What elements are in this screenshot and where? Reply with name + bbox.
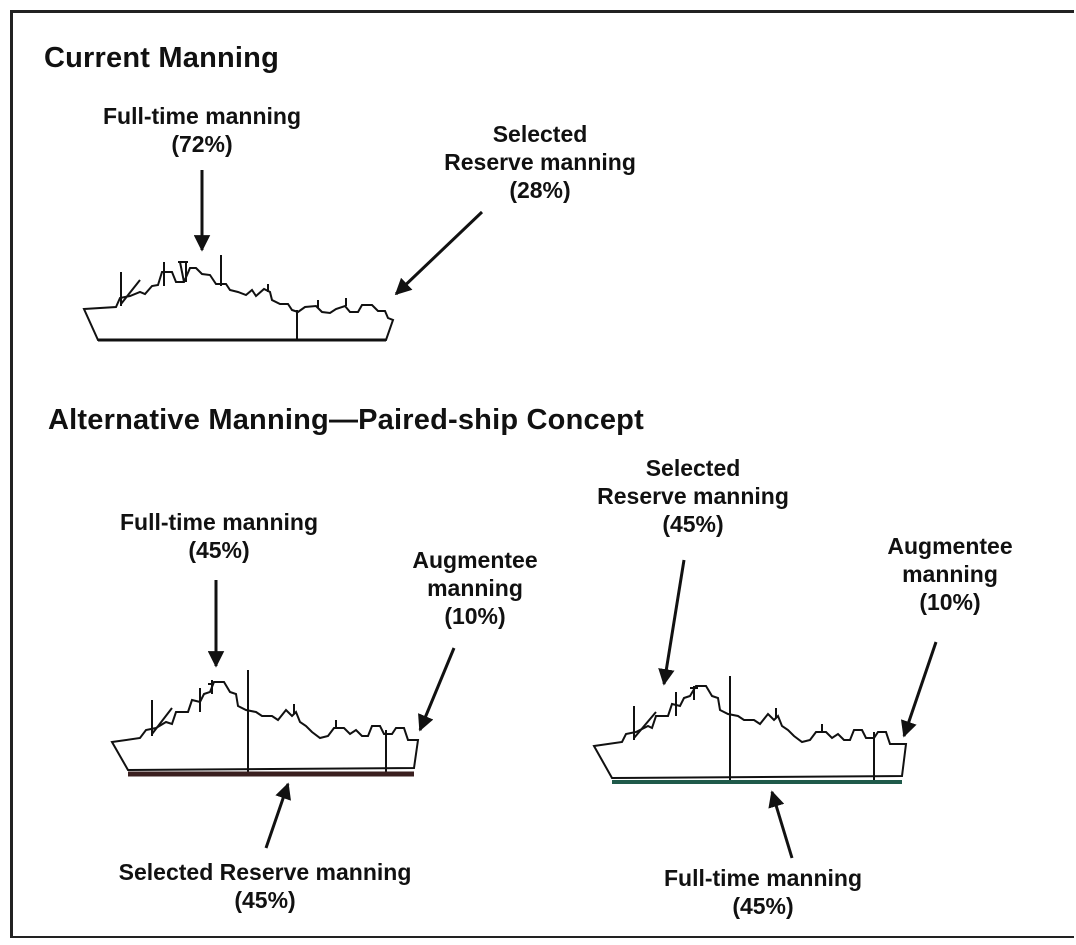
ship-a-reserve-label: Selected Reserve manning (45%): [118, 859, 412, 913]
current-ship-icon: [82, 255, 395, 342]
current-full-time-label: Full-time manning (72%): [102, 103, 302, 157]
arrow-icon: [264, 782, 291, 849]
ship-a-full-time-label: Full-time manning (45%): [119, 509, 319, 563]
ship-b-augmentee-label: Augmentee manning (10%): [887, 533, 1013, 615]
arrow-icon: [768, 790, 794, 859]
ship-b-reserve-label: Selected Reserve manning (45%): [597, 455, 789, 537]
arrow-icon: [900, 641, 938, 738]
ship-b-full-time-label: Full-time manning (45%): [663, 865, 863, 919]
ship-a-augmentee-label: Augmentee manning (10%): [412, 547, 538, 629]
current-manning-title: Current Manning: [44, 42, 279, 74]
ship-b-icon: [592, 676, 908, 784]
current-reserve-label: Selected Reserve manning (28%): [444, 121, 636, 203]
arrow-icon: [658, 559, 686, 686]
arrow-icon: [418, 647, 456, 732]
ship-a-icon: [110, 670, 420, 777]
alternative-manning-title: Alternative Manning—Paired-ship Concept: [48, 404, 644, 436]
frame-border: [10, 10, 1074, 938]
arrow-icon: [394, 210, 484, 296]
